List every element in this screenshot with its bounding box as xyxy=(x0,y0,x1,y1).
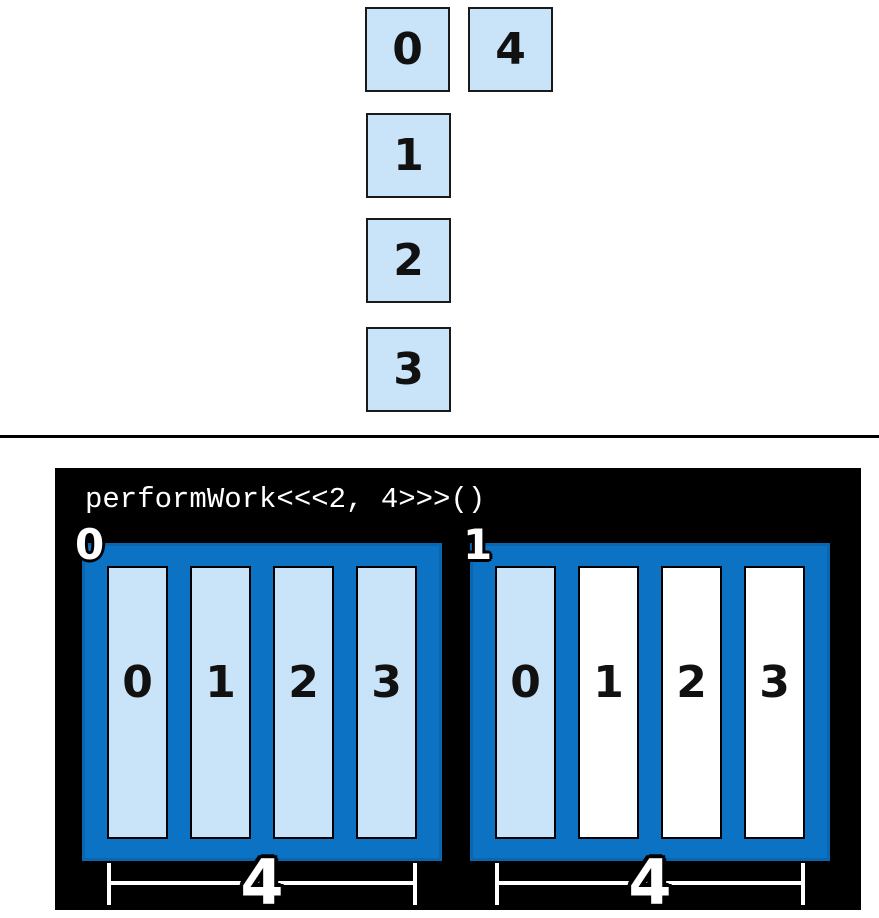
thread-cell: 2 xyxy=(273,566,334,839)
ruler-line xyxy=(109,881,415,885)
thread-cell: 1 xyxy=(578,566,639,839)
ruler-right-tick xyxy=(801,863,805,905)
section-divider xyxy=(0,435,879,438)
ruler-line xyxy=(497,881,803,885)
sequence-box-0: 0 xyxy=(365,7,450,92)
block-0-thread-count: 4 xyxy=(240,846,284,918)
block-1-thread-count: 4 xyxy=(628,846,672,918)
thread-cell: 0 xyxy=(495,566,556,839)
thread-cell: 0 xyxy=(107,566,168,839)
sequence-box-4: 4 xyxy=(468,7,553,92)
block-0-threads: 0 1 2 3 xyxy=(107,566,417,839)
block-1-threads: 0 1 2 3 xyxy=(495,566,805,839)
kernel-launch-code: performWork<<<2, 4>>>() xyxy=(85,483,486,516)
thread-cell: 2 xyxy=(661,566,722,839)
thread-cell: 3 xyxy=(744,566,805,839)
thread-block-0: 0 0 1 2 3 xyxy=(75,524,442,861)
ruler-right-tick xyxy=(413,863,417,905)
sequence-box-3: 3 xyxy=(366,327,451,412)
sequence-box-1: 1 xyxy=(366,113,451,198)
kernel-launch-panel: performWork<<<2, 4>>>() 0 0 1 2 3 1 0 1 … xyxy=(55,468,861,918)
block-1-width-ruler: 4 xyxy=(495,846,805,918)
thread-cell: 1 xyxy=(190,566,251,839)
block-1-index-label: 1 xyxy=(463,520,493,569)
block-0-width-ruler: 4 xyxy=(107,846,417,918)
thread-block-1: 1 0 1 2 3 xyxy=(463,524,830,861)
block-0-index-label: 0 xyxy=(75,520,105,569)
thread-cell: 3 xyxy=(356,566,417,839)
sequence-box-2: 2 xyxy=(366,218,451,303)
